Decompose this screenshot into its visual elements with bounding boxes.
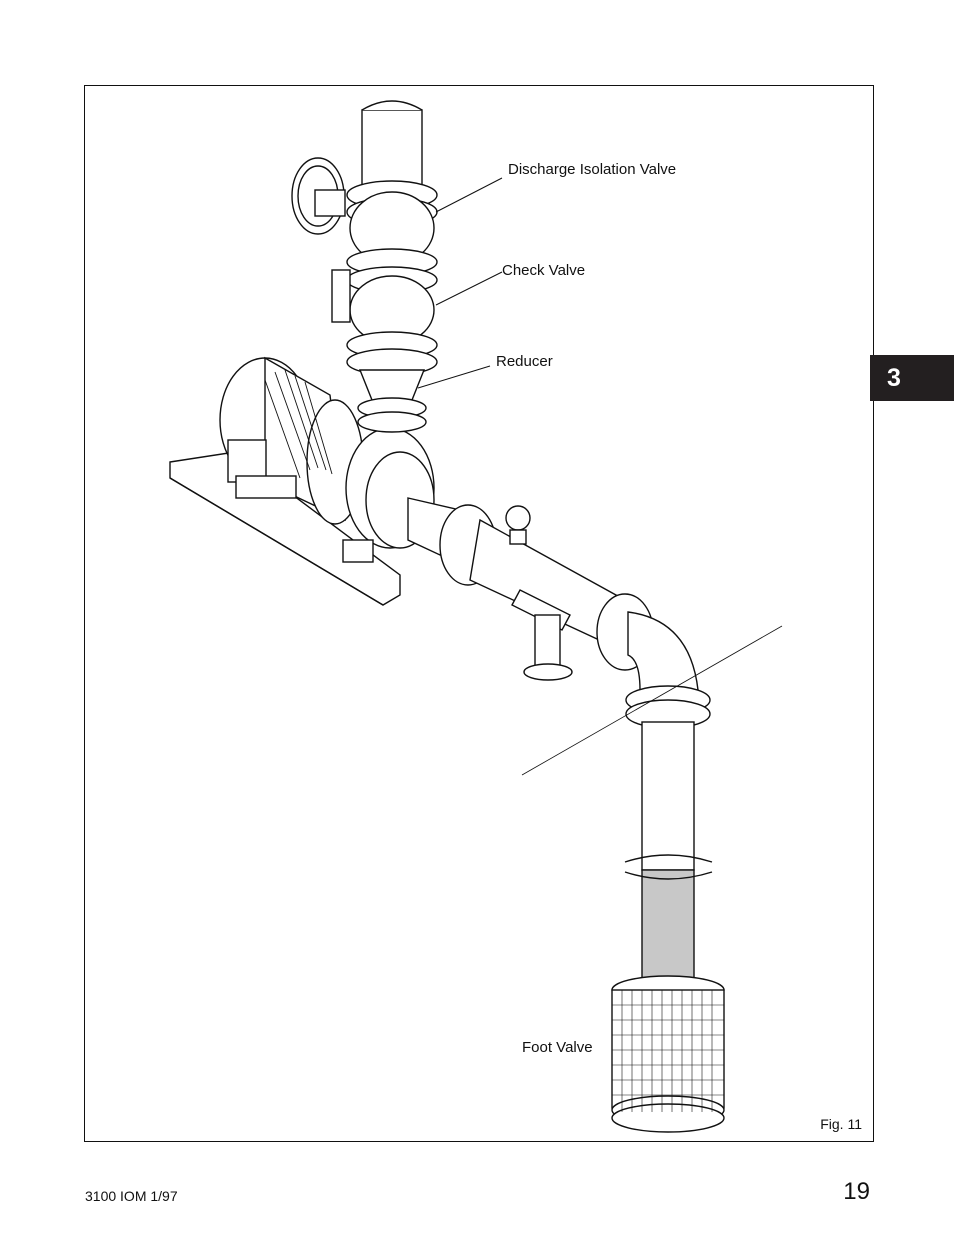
motor <box>219 356 364 525</box>
foot-valve-strainer <box>611 975 725 1133</box>
discharge-riser <box>291 100 438 433</box>
discharge-isolation-valve-label: Discharge Isolation Valve <box>508 161 677 178</box>
document-id: 3100 IOM 1/97 <box>85 1188 178 1204</box>
leader-lines <box>417 177 503 389</box>
foot-valve-label: Foot Valve <box>522 1039 593 1056</box>
figure-caption: Fig. 11 <box>820 1116 862 1132</box>
section-tab: 3 <box>870 355 954 401</box>
suction-pipe <box>407 497 711 729</box>
figure-frame <box>84 85 874 1142</box>
section-tab-number: 3 <box>887 363 901 392</box>
page-number: 19 <box>843 1178 870 1205</box>
reducer-label: Reducer <box>496 353 553 370</box>
water-line <box>521 625 783 776</box>
check-valve-label: Check Valve <box>502 262 586 279</box>
vertical-suction-leg <box>624 721 713 997</box>
